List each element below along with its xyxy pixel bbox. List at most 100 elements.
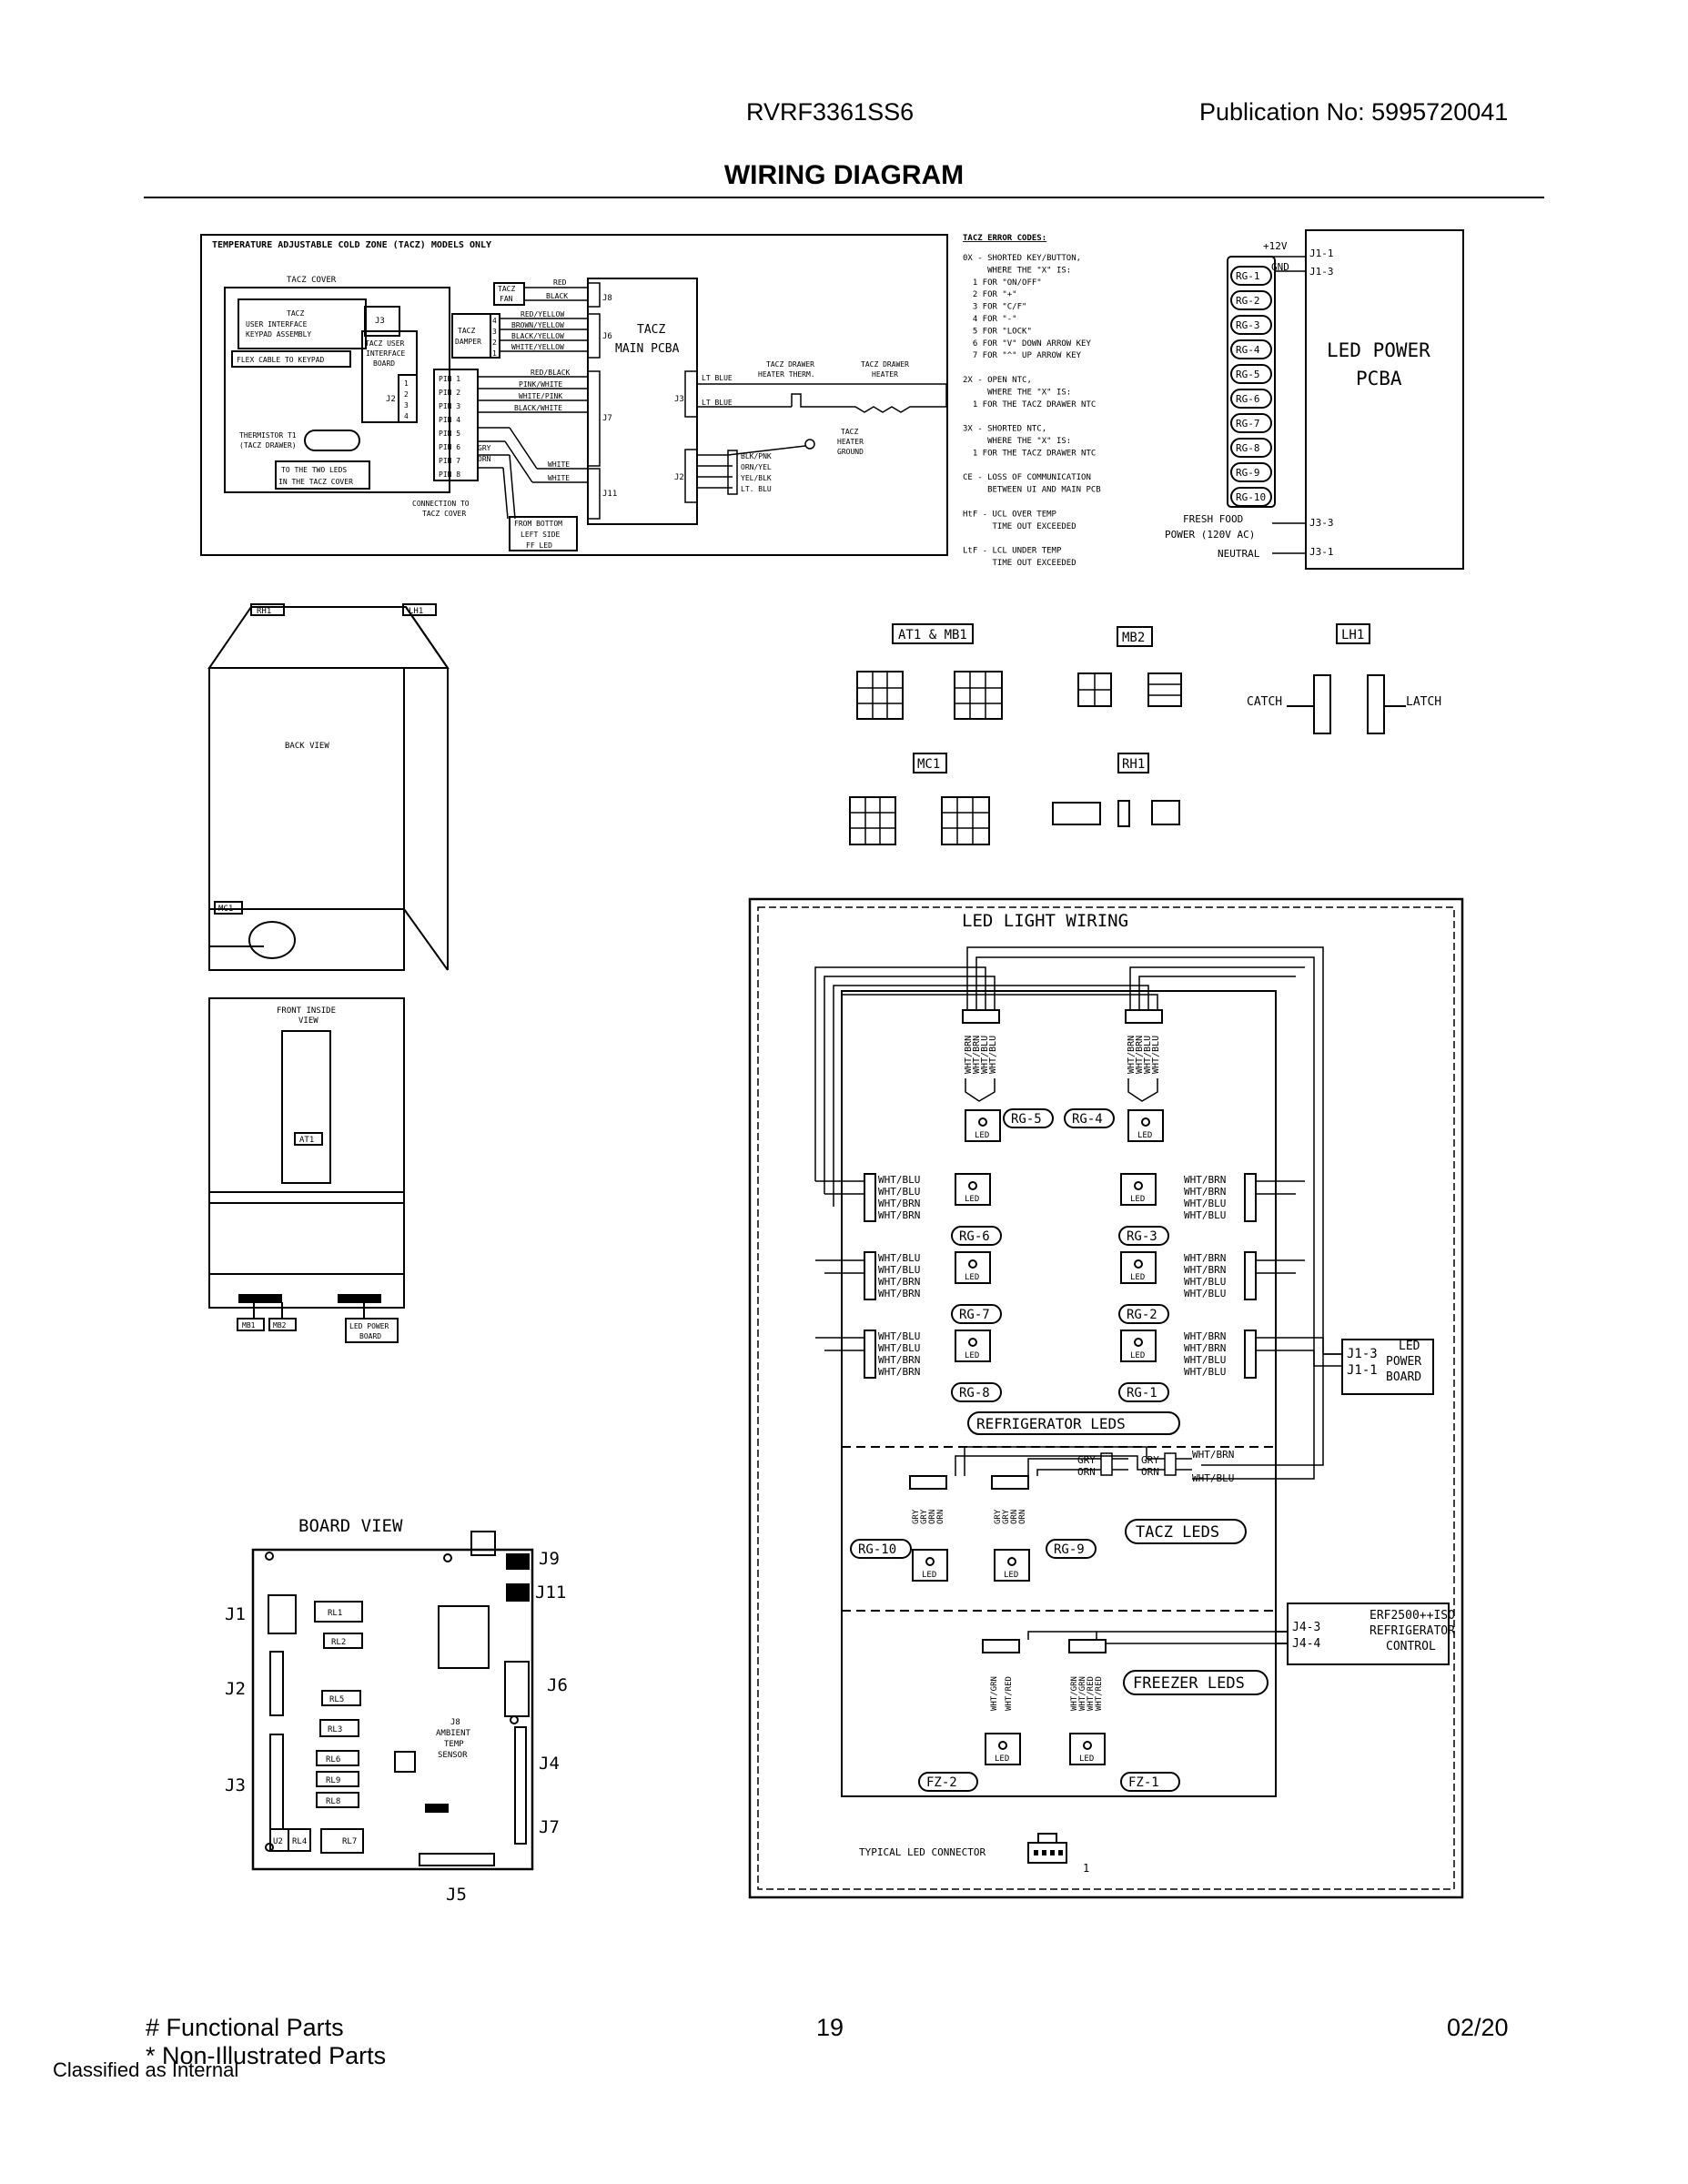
rg-pill [1230,364,1272,384]
conn-j2: J2 [674,473,684,482]
pin-4: PIN 4 [439,416,460,424]
led-wiring-panel: LED LIGHT WIRING WHT/BRNWHT/BRNWHT/BLUWH… [748,897,1464,1899]
tacz-wire-label: ORN [1010,1510,1019,1524]
right-wire-label: WHT/BLU [1184,1198,1226,1209]
front-view: FRONT INSIDE VIEW AT1 MB1 MB2 LED POWER … [208,997,405,1343]
j4-3-label: J4-3 [1292,1621,1320,1634]
fz-wire-label: WHT/GRN [990,1676,999,1711]
tacz-orn-2: ORN [1141,1466,1159,1478]
rg-tag [951,1226,1002,1246]
ledw-j1-1: J1-1 [1347,1363,1378,1378]
j2-wire-1: BLK/PNK [741,452,772,460]
rg-pill [1230,389,1272,409]
connection-label-2: TACZ COVER [422,510,466,518]
relay-rl7: RL7 [342,1837,357,1846]
rg-tag [1118,1382,1169,1402]
error-code-line: 6 FOR "V" DOWN ARROW KEY [963,339,1091,349]
left-wire-label: WHT/BRN [878,1198,920,1209]
conn-j3: J3 [674,395,684,404]
rg-tag [1120,1772,1180,1792]
led-dot [968,1259,977,1269]
classification-label: Classified as Internal [53,2058,239,2081]
drawer-therm-1: TACZ DRAWER [766,360,814,369]
fz-wire-label: WHT/GRN [1070,1676,1079,1711]
rg-tag-label: RG-5 [1011,1112,1042,1127]
conn-j6: J6 [602,332,612,341]
led-module [985,1733,1021,1765]
pin-2: PIN 2 [439,389,460,397]
rg-pill [1230,413,1272,433]
rh1-tag: RH1 [257,607,271,616]
lt-blue-1: LT BLUE [702,374,733,382]
conn-rh1: RH1 [1122,757,1145,772]
ui-j2-label: J2 [386,395,396,404]
publication-number: Publication No: 5995720041 [1199,98,1509,126]
relay-rl9: RL9 [326,1776,340,1785]
led-text: LED [1004,1571,1018,1580]
fz-connector [1068,1639,1107,1653]
error-codes: TACZ ERROR CODES: 0X - SHORTED KEY/BUTTO… [963,234,1101,568]
ui-board-label-3: BOARD [373,359,395,368]
led-dot [1007,1557,1016,1566]
right-wire-label: WHT/BLU [1184,1209,1226,1221]
led-power-title-1: LED POWER [1327,339,1430,361]
j2-wire-2: ORN/YEL [741,463,772,471]
led-text: LED [922,1571,936,1580]
error-code-line: CE - LOSS OF COMMUNICATION [963,473,1091,482]
led-dot [1134,1259,1143,1269]
ledw-power-board-1: LED [1399,1340,1420,1353]
j3-3-label: J3-3 [1309,517,1334,529]
led-wiring-title: LED LIGHT WIRING [962,911,1128,931]
led-module [1127,1109,1164,1142]
board-j4: J4 [539,1754,560,1774]
left-wire-label: WHT/BRN [878,1288,920,1299]
rg-pill-label: RG-8 [1236,442,1260,454]
tacz-gry-1: GRY [1077,1454,1096,1466]
j2-wire-3: YEL/BLK [741,474,772,482]
relay-rl3: RL3 [328,1725,342,1734]
error-code-line: WHERE THE "X" IS: [963,266,1071,275]
catch-label: CATCH [1247,695,1282,709]
led-dot [1134,1338,1143,1347]
drawer-heater-1: TACZ DRAWER [861,360,909,369]
j8-label-1: J8 [450,1718,460,1727]
tacz-wire-label: GRY [1002,1509,1011,1524]
thermistor-label-1: THERMISTOR T1 [239,431,297,440]
heater-ground-3: GROUND [837,448,864,456]
svg-text:4: 4 [404,412,409,420]
board-j11: J11 [535,1582,566,1603]
fz-wire-label: WHT/RED [1087,1676,1096,1711]
flex-cable-label: FLEX CABLE TO KEYPAD [237,356,325,364]
rg-pill [1230,438,1272,458]
pin-5: PIN 5 [439,430,460,438]
rg-tag [951,1382,1002,1402]
top-wire-label: WHT/BLU [980,1036,990,1074]
conn-mc1: MC1 [917,757,940,772]
left-wire-label: WHT/BRN [878,1366,920,1378]
rg-pill-label: RG-10 [1236,491,1266,503]
board-view-title: BOARD VIEW [298,1516,403,1536]
led-module [965,1109,1001,1142]
rg-pill-label: RG-9 [1236,467,1260,479]
conn-j8: J8 [602,294,612,303]
top-wire-label: WHT/BLU [1143,1036,1153,1074]
error-code-line: TIME OUT EXCEEDED [963,559,1076,568]
pcba-label-1: TACZ [637,323,665,337]
wire-pink-white: PINK/WHITE [519,380,562,389]
left-wire-label: WHT/BLU [878,1174,920,1186]
rg-pill [1230,487,1272,507]
error-code-line: 5 FOR "LOCK" [963,327,1032,336]
error-code-line: WHERE THE "X" IS: [963,388,1071,397]
fz-wire-label: WHT/GRN [1078,1676,1087,1711]
svg-text:3: 3 [492,328,497,336]
typical-connector-label: TYPICAL LED CONNECTOR [859,1846,986,1858]
fz-wire-label: WHT/RED [1095,1676,1104,1711]
led-board-tag-2: BOARD [359,1332,381,1340]
right-wire-label: WHT/BLU [1184,1288,1226,1299]
pin-1: PIN 1 [439,375,460,383]
tacz-wht-blu: WHT/BLU [1192,1472,1234,1484]
rg-tag-label: RG-2 [1127,1308,1157,1322]
led-dot [968,1338,977,1347]
board-j3: J3 [225,1775,246,1795]
